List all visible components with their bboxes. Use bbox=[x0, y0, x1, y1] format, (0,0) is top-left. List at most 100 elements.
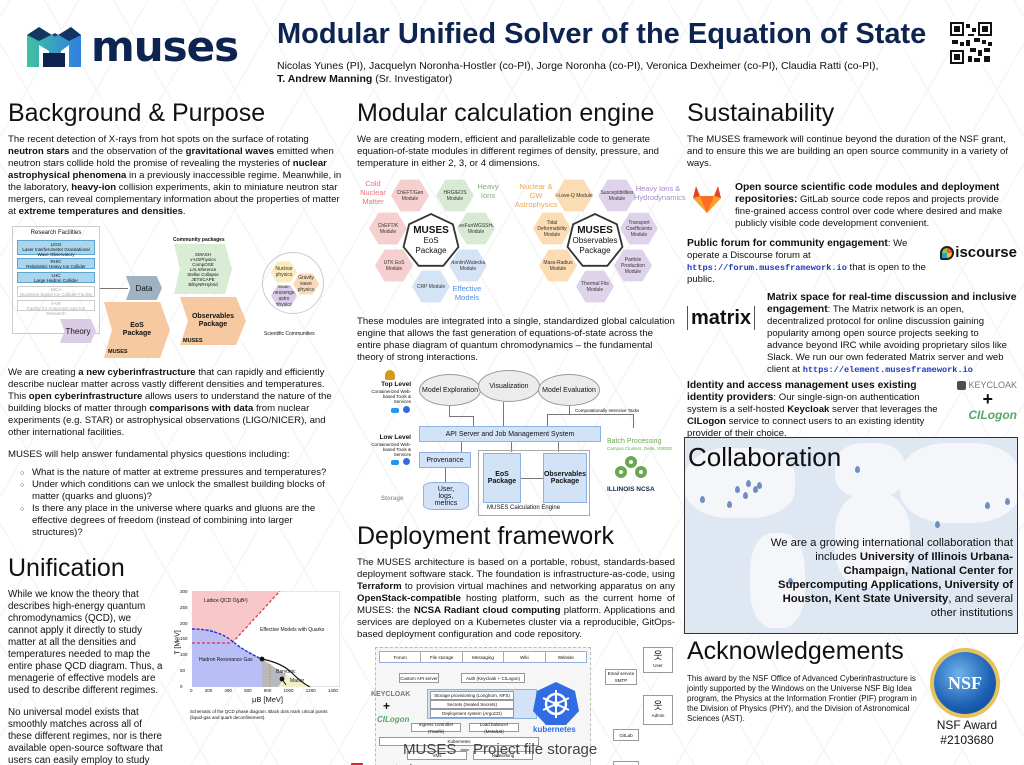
docker-icon bbox=[391, 460, 399, 465]
unification-section: While we know the theory that describes … bbox=[8, 589, 343, 765]
terraform-box: Terraform bbox=[613, 761, 639, 765]
authors-line-1: Nicolas Yunes (PI), Jacquelyn Noronha-Ho… bbox=[277, 60, 879, 72]
background-heading: Background & Purpose bbox=[8, 99, 266, 127]
deployment-paragraph: The MUSES architecture is based on a por… bbox=[357, 557, 675, 640]
cilogon-logo: CILogon bbox=[377, 715, 410, 724]
map-pin bbox=[753, 486, 758, 493]
connector-line bbox=[547, 414, 633, 415]
tool-model-evaluation[interactable]: Model Evaluation bbox=[538, 374, 600, 406]
services-row: Forum File storage Messaging Wiki Websit… bbox=[379, 651, 587, 663]
storage-label: Storage bbox=[381, 496, 404, 502]
unification-paragraph-2: No universal model exists that smoothly … bbox=[8, 707, 163, 765]
qr-code-icon[interactable] bbox=[950, 22, 992, 64]
eos-muses-tag: MUSES bbox=[108, 349, 128, 355]
africa bbox=[835, 493, 910, 588]
top-level-label: Top Level bbox=[381, 381, 411, 388]
module-hex: Mass-Radius Module bbox=[539, 249, 577, 282]
south-america bbox=[750, 533, 805, 628]
scientific-communities-circle: Nuclear physics Gravity wave physics Mul… bbox=[262, 252, 324, 314]
service-messaging: Messaging bbox=[463, 652, 505, 662]
group-nuclear-gw-astro: Nuclear & GW Astrophysics bbox=[515, 182, 558, 209]
storage-provisioning-box: Storage provisioning (Longhorn, NFS) bbox=[430, 691, 514, 700]
region-matter: Matter bbox=[290, 678, 305, 684]
group-heavy-ions: Heavy Ions bbox=[477, 182, 499, 200]
question-item: Under which conditions can we unlock the… bbox=[20, 479, 343, 503]
column-middle: Modular calculation engine We are creati… bbox=[351, 98, 686, 765]
service-website: Website bbox=[557, 654, 574, 660]
column-right: Sustainability The MUSES framework will … bbox=[687, 98, 1017, 472]
api-server-box: API Server and Job Management System bbox=[419, 426, 601, 442]
infra-group: Storage provisioning (Longhorn, NFS) Sec… bbox=[427, 689, 537, 719]
batch-processing-sublabel: Campus Clusters, Delta, XSEDE bbox=[607, 446, 673, 451]
matrix-item-title: Matrix space for real-time discussion an… bbox=[767, 292, 1017, 315]
kubernetes-wordmark: kubernetes bbox=[533, 725, 576, 734]
deployment-system-box: Deployment system (ArgoCD) bbox=[430, 709, 514, 718]
calculation-engine-frame: EoS Package Observables Package MUSES Ca… bbox=[478, 450, 590, 516]
connector-line bbox=[473, 416, 474, 426]
logo-wordmark: muses bbox=[91, 22, 239, 71]
module-hex: Nonlin/Walecka Module bbox=[449, 249, 487, 282]
illinois-ncsa-logo: ILLINOIS NCSA bbox=[607, 486, 655, 493]
tool-model-exploration[interactable]: Model Exploration bbox=[419, 374, 481, 406]
obs-muses-tag: MUSES bbox=[183, 338, 203, 344]
community-packages-node: SMASH v-USPhysics CompOSE LALInference S… bbox=[174, 244, 232, 294]
gitlab-item: Open source scientific code modules and … bbox=[687, 182, 1017, 230]
matrix-url-link[interactable]: https://element.musesframework.io bbox=[802, 365, 973, 375]
modular-paragraph-2: These modules are integrated into a sing… bbox=[357, 316, 675, 363]
connector-line bbox=[511, 442, 512, 452]
acknowledgements-section: Acknowledgements This award by the NSF O… bbox=[687, 636, 1017, 724]
module-hex: Transport Coefficients Module bbox=[620, 212, 658, 245]
module-hex: HRG/EOS Module bbox=[436, 179, 474, 212]
muses-logo: muses bbox=[25, 22, 239, 71]
secrets-box: Secrets (Sealed Secrets) bbox=[430, 700, 514, 709]
openstack-icon bbox=[351, 763, 363, 765]
modular-heading: Modular calculation engine bbox=[357, 99, 655, 127]
acknowledgements-text: This award by the NSF Office of Advanced… bbox=[687, 674, 917, 723]
connector-line bbox=[449, 416, 473, 417]
map-pin bbox=[935, 521, 940, 528]
map-pin bbox=[985, 502, 990, 509]
connector-line bbox=[461, 442, 462, 452]
authors-line-2: T. Andrew Manning (Sr. Investigator) bbox=[277, 73, 878, 86]
world-map bbox=[685, 438, 1017, 633]
collaboration-heading: Collaboration bbox=[688, 442, 842, 472]
research-facilities-title: Research Facilities bbox=[30, 230, 82, 236]
forum-url-link[interactable]: https://forum.musesframework.io bbox=[687, 263, 847, 273]
connector-line bbox=[558, 442, 559, 452]
load-balancer-box: Load balancer (MetalLB) bbox=[469, 722, 519, 734]
map-pin bbox=[855, 466, 860, 473]
tool-visualization[interactable]: Visualization bbox=[478, 370, 540, 402]
nsf-award: NSF Award #2103680 bbox=[922, 718, 1012, 748]
community-packages-list: SMASH v-USPhysics CompOSE LALInference S… bbox=[187, 251, 219, 287]
theory-node: Theory bbox=[60, 319, 96, 343]
x-axis-label: μB [MeV] bbox=[252, 695, 283, 704]
map-pin bbox=[743, 492, 748, 499]
map-pin bbox=[788, 578, 793, 585]
keycloak-icon bbox=[957, 380, 967, 390]
deployment-heading: Deployment framework bbox=[357, 522, 615, 550]
file-storage-overlay[interactable]: MUSES – Project file storage bbox=[403, 741, 598, 758]
data-node: Data bbox=[126, 276, 162, 300]
europe bbox=[835, 443, 905, 498]
module-hex: Susceptibilities Module bbox=[598, 179, 636, 212]
user-logs-db: User, logs, metrics bbox=[423, 482, 469, 510]
module-hex: Tidal Deformability Module bbox=[533, 212, 571, 245]
kubernetes-small-icon bbox=[403, 458, 410, 465]
connector-line bbox=[521, 478, 543, 479]
group-heavy-ions-hydro: Heavy Ions & Hydrodynamics bbox=[634, 184, 686, 202]
service-file-storage: File storage bbox=[421, 652, 463, 662]
service-forum: Forum bbox=[380, 652, 422, 662]
module-hex: I-Love-Q Module bbox=[555, 179, 593, 212]
group-cold-nuclear-matter: Cold Nuclear Matter bbox=[360, 179, 386, 206]
gravity-wave-hex: Gravity wave physics bbox=[293, 273, 319, 295]
unification-heading: Unification bbox=[8, 554, 125, 582]
nsf-logo-icon: NSF bbox=[934, 652, 996, 714]
